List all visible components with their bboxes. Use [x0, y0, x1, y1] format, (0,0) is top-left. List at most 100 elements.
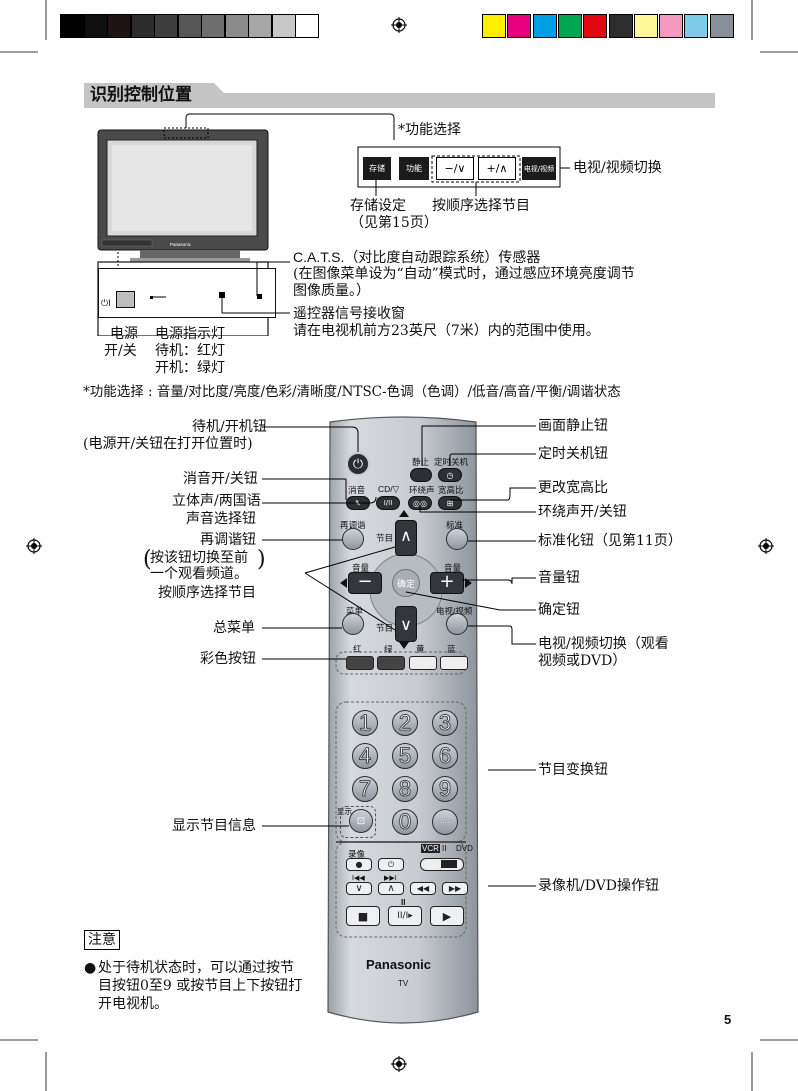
channel-down-button[interactable]: −/∨	[436, 157, 474, 180]
color-callout: 彩色按钮	[200, 651, 256, 667]
program-down-button[interactable]: ∨	[395, 606, 417, 642]
vcr-callout: 录像机/DVD操作钮	[538, 878, 660, 894]
info-icon: ⊡	[356, 815, 366, 827]
triangle-up-icon	[399, 510, 409, 517]
vcr-dvd-selector-switch[interactable]	[420, 858, 464, 871]
green-button[interactable]	[377, 656, 405, 670]
off-timer-button[interactable]: ◷	[438, 468, 462, 482]
color-swatch	[659, 14, 684, 38]
pause-label: II	[401, 898, 406, 907]
program-callout: 按顺序选择节目	[158, 585, 256, 601]
gray-swatch	[295, 14, 319, 38]
gray-swatch	[248, 14, 272, 38]
volume-down-button[interactable]: −	[348, 572, 382, 594]
page-number: 5	[724, 1012, 732, 1027]
green-label: 绿	[384, 644, 393, 654]
channel-down-vcr-button[interactable]: ∨	[346, 882, 372, 895]
normal-callout: 标准化钮（见第11页）	[538, 533, 682, 549]
tv-av-button[interactable]	[446, 613, 468, 635]
number-button-1[interactable]: 1	[352, 710, 378, 736]
record-label: 录像	[348, 849, 366, 859]
mute-label: 消音	[348, 485, 366, 495]
number-button-dash[interactable]: -/--	[432, 809, 458, 835]
number-button-8[interactable]: 8	[392, 776, 418, 802]
function-note: *功能选择 : 音量/对比度/亮度/色彩/清晰度/NTSC-色调（色调）/低音/…	[83, 384, 621, 400]
menu-button[interactable]	[342, 613, 364, 635]
plus-icon: +	[439, 571, 455, 592]
yellow-button[interactable]	[409, 656, 437, 670]
note-line-2: 目按钮0至9 或按节目上下按钮打	[98, 978, 303, 994]
power-label: 电源	[110, 326, 138, 342]
power-indicator-label: 电源指示灯	[155, 326, 225, 342]
number-button-0[interactable]: 0	[392, 809, 418, 835]
color-swatch	[633, 14, 658, 38]
number-button-2[interactable]: 2	[392, 710, 418, 736]
gray-swatch	[154, 14, 178, 38]
color-swatch	[583, 14, 608, 38]
play-icon: ▶	[442, 909, 452, 923]
recall-label: 再调谐	[340, 520, 366, 530]
channel-callout: 节目变换钮	[538, 762, 608, 778]
standby-power-button[interactable]: ⏻	[346, 452, 370, 476]
on-green-label: 开机：绿灯	[155, 360, 225, 376]
cats-sensor-label: C.A.T.S.（对比度自动跟踪系统）传感器	[293, 249, 541, 265]
blue-label: 蓝	[447, 644, 456, 654]
blue-button[interactable]	[440, 656, 468, 670]
number-button-7[interactable]: 7	[352, 776, 378, 802]
vcr-power-button[interactable]: ⏻	[378, 858, 404, 871]
record-button[interactable]: ●	[346, 858, 372, 871]
recall-callout: 再调谐钮	[200, 532, 256, 548]
channel-up-vcr-button[interactable]: ∧	[378, 882, 404, 895]
color-swatch	[482, 14, 506, 38]
play-button[interactable]: ▶	[430, 906, 464, 926]
number-button-5[interactable]: 5	[392, 743, 418, 769]
program-up-button[interactable]: ∧	[395, 520, 417, 556]
ok-callout: 确定钮	[538, 602, 580, 618]
function-button[interactable]: 功能	[399, 157, 429, 180]
program-down-label: 节目	[376, 623, 394, 633]
number-button-4[interactable]: 4	[352, 743, 378, 769]
program-up-label: 节目	[376, 533, 394, 543]
power-switch-button[interactable]	[116, 291, 135, 308]
pause-icon: II/I▸	[397, 911, 413, 921]
red-button[interactable]	[346, 656, 374, 670]
channel-up-button[interactable]: +/∧	[478, 157, 516, 180]
mute-button[interactable]: 🔇︎	[346, 496, 370, 510]
freeze-button[interactable]	[410, 468, 432, 482]
power-indicator-led	[150, 296, 153, 299]
remote-brand-logo: Panasonic	[366, 957, 432, 972]
function-select-label: *功能选择	[398, 122, 461, 138]
vcr-label: VCR	[421, 844, 440, 853]
fast-forward-button[interactable]: ▶▶	[442, 882, 468, 895]
number-button-9[interactable]: 9	[432, 776, 458, 802]
note-title: 注意	[84, 930, 120, 950]
mute-callout: 消音开/关钮	[183, 471, 258, 487]
volume-up-button[interactable]: +	[430, 572, 464, 594]
registration-mark-icon	[391, 17, 407, 33]
stereo-dual-button[interactable]: I/II	[376, 496, 400, 510]
ok-button[interactable]: 确定	[392, 569, 420, 597]
normal-button[interactable]	[446, 528, 468, 550]
program-select-label: 按顺序选择节目	[432, 198, 530, 214]
recall-button[interactable]	[342, 528, 364, 550]
aspect-label: 宽高比	[438, 485, 464, 495]
surround-label: 环绕声	[409, 485, 435, 495]
standby-label: 待机/开机钮	[192, 419, 267, 435]
rewind-button[interactable]: ◀◀	[410, 882, 436, 895]
freeze-callout: 画面静止钮	[538, 418, 608, 434]
number-button-6[interactable]: 6	[432, 743, 458, 769]
number-button-3[interactable]: 3	[432, 710, 458, 736]
gray-swatch	[224, 14, 249, 38]
red-label: 红	[353, 644, 362, 654]
store-button[interactable]: 存储	[363, 157, 391, 180]
tv-av-switch-label: 电视/视频切换	[573, 160, 662, 176]
surround-button[interactable]: ◎◎	[408, 496, 432, 510]
standby-note: (电源开/关钮在打开位置时)	[83, 436, 253, 452]
pause-step-button[interactable]: II/I▸	[388, 906, 422, 926]
display-info-button[interactable]: ⊡	[349, 809, 373, 833]
aspect-button[interactable]: ⊞	[438, 496, 462, 510]
triangle-right-icon	[465, 578, 472, 588]
chevron-up-icon: ∧	[400, 526, 412, 545]
tv-av-panel-button[interactable]: 电视/视频	[522, 157, 556, 180]
stop-button[interactable]: ■	[346, 906, 380, 926]
